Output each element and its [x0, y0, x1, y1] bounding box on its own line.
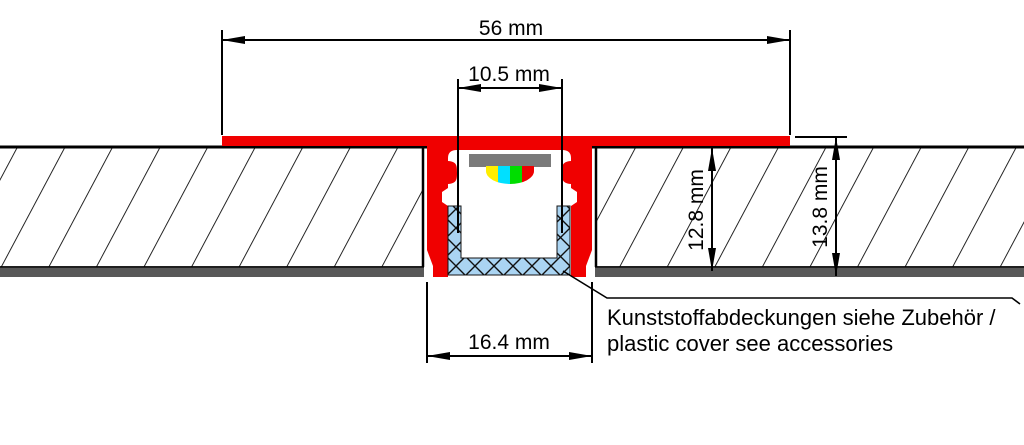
right-panel-bottom-strip [595, 268, 1024, 277]
dimension-12-8mm-label: 12.8 mm [685, 169, 708, 251]
plastic-cover [447, 205, 571, 276]
right-ceiling-panel [592, 145, 1024, 277]
led-segment-yellow [486, 166, 498, 184]
led-segment-cyan [498, 166, 510, 184]
left-ceiling-panel [0, 145, 427, 277]
cover-annotation: Kunststoffabdeckungen siehe Zubehör / pl… [562, 270, 1021, 356]
dimension-13-8mm-label: 13.8 mm [809, 166, 832, 248]
left-panel-bottom-strip [0, 268, 424, 277]
led-segment-red [522, 166, 534, 184]
dimension-56mm-label: 56 mm [479, 17, 543, 40]
led-pcb-bar [469, 154, 551, 167]
led-segment-green [510, 166, 522, 184]
leader-line [562, 270, 1021, 305]
dimension-12-8mm: 12.8 mm [685, 148, 716, 271]
dimension-10-5mm: 10.5 mm [457, 63, 563, 233]
annotation-line-2: plastic cover see accessories [607, 331, 893, 356]
dimension-56mm: 56 mm [221, 17, 791, 135]
dimension-13-8mm: 13.8 mm [795, 136, 847, 276]
dimension-10-5mm-label: 10.5 mm [468, 63, 550, 86]
dimension-16-4mm-label: 16.4 mm [468, 331, 550, 354]
left-panel-hatch [0, 147, 424, 267]
right-panel-hatch [595, 147, 1024, 267]
dimension-16-4mm: 16.4 mm [426, 282, 593, 363]
annotation-line-1: Kunststoffabdeckungen siehe Zubehör / [607, 305, 996, 330]
rgb-led-emitter [486, 166, 534, 184]
